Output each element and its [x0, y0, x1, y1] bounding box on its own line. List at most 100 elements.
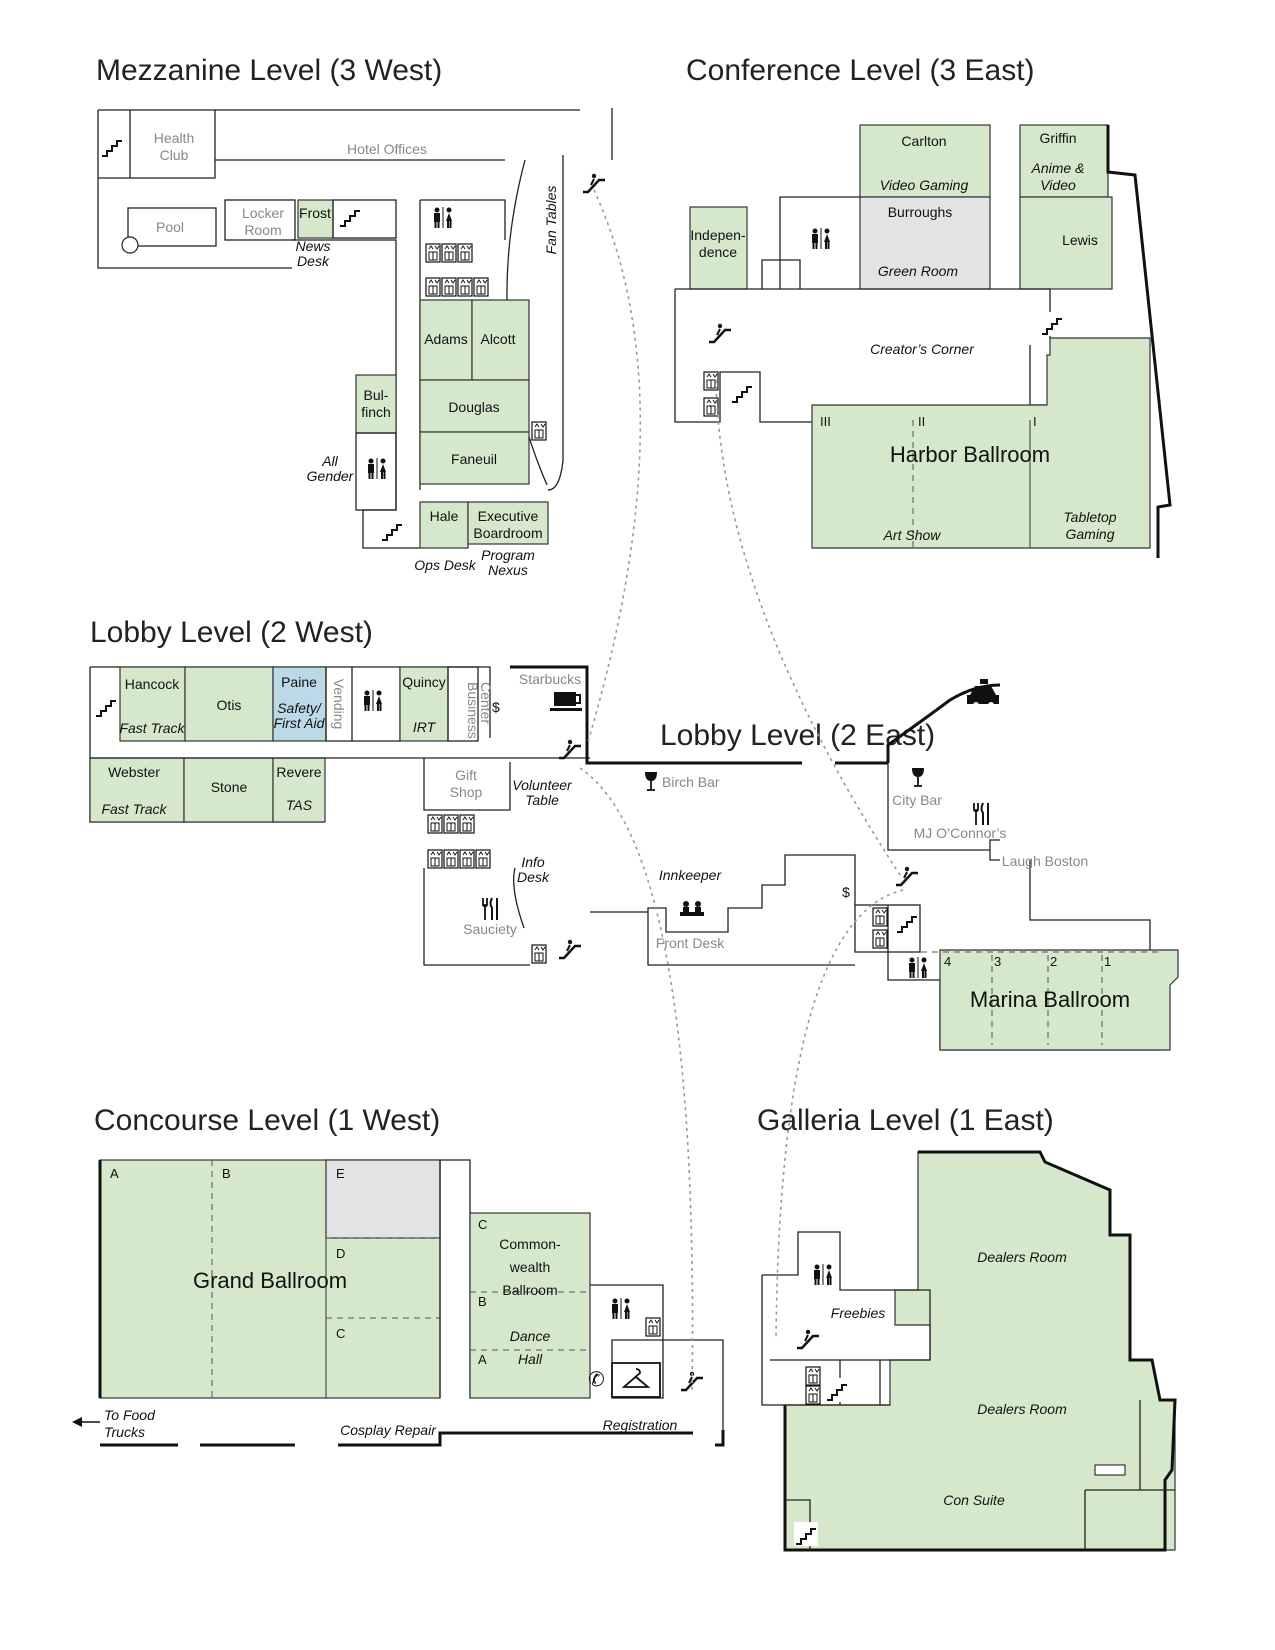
stairs-icon — [337, 203, 363, 229]
grand-section-d: D — [336, 1246, 345, 1261]
room-grand-ballroom[interactable]: Grand Ballroom — [193, 1268, 347, 1293]
room-douglas[interactable]: Douglas — [448, 399, 499, 415]
lobby-west-level-title: Lobby Level (2 West) — [90, 616, 373, 649]
room-stone[interactable]: Stone — [211, 779, 248, 795]
room-carlton[interactable]: Carlton — [901, 133, 946, 149]
starbucks-label: Starbucks — [519, 671, 581, 687]
coat-check-icon — [611, 1362, 661, 1398]
dealers-room-south-label: Dealers Room — [977, 1401, 1067, 1417]
stairs-icon — [729, 379, 755, 405]
irt-label: IRT — [413, 719, 437, 735]
conference-map: Carlton Video Gaming Griffin Anime &Vide… — [674, 124, 1172, 558]
safety-first-aid-label: Safety/First Aid — [274, 700, 326, 731]
room-bulfinch[interactable]: Bul-finch — [361, 387, 391, 420]
fast-track-label: Fast Track — [101, 801, 167, 817]
room-revere[interactable]: Revere — [276, 764, 321, 780]
wine-icon — [911, 767, 925, 787]
green-room-label: Green Room — [878, 263, 958, 279]
room-griffin[interactable]: Griffin — [1039, 130, 1076, 146]
cosplay-repair-label: Cosplay Repair — [340, 1422, 437, 1438]
fan-tables-label: Fan Tables — [543, 186, 559, 255]
con-suite-label: Con Suite — [943, 1492, 1005, 1508]
room-hale[interactable]: Hale — [430, 508, 459, 524]
anime-video-label: Anime &Video — [1031, 160, 1085, 193]
restroom-icon — [811, 227, 831, 250]
restroom-icon — [363, 689, 383, 712]
freebies-label: Freebies — [831, 1305, 885, 1321]
innkeeper-label: Innkeeper — [659, 867, 723, 883]
room-paine[interactable]: Paine — [281, 674, 317, 690]
room-hancock[interactable]: Hancock — [125, 676, 180, 692]
art-show-label: Art Show — [883, 527, 942, 543]
business-center-dollar: $ — [492, 699, 500, 715]
vending-label: Vending — [331, 679, 347, 730]
room-burroughs[interactable]: Burroughs — [888, 204, 953, 220]
mj-oconnors-label: MJ O’Connor’s — [914, 825, 1007, 841]
room-quincy[interactable]: Quincy — [402, 674, 446, 690]
stairs-icon — [824, 1377, 850, 1403]
room-independence[interactable]: Indepen-dence — [690, 227, 746, 260]
elevator-bank — [805, 1366, 821, 1405]
elevator-bank — [872, 907, 888, 949]
phone-icon: ✆ — [588, 1369, 605, 1391]
escalator-icon — [557, 738, 583, 760]
escalator-icon — [707, 322, 733, 344]
marina-section-3: 3 — [994, 954, 1001, 969]
grand-section-e: E — [336, 1166, 345, 1181]
stairs-icon — [379, 517, 405, 543]
harbor-section-ii: II — [918, 414, 925, 429]
dining-icon — [973, 802, 989, 826]
marina-section-2: 2 — [1050, 954, 1057, 969]
grand-section-a: A — [110, 1166, 119, 1181]
stairs-icon — [793, 1521, 819, 1547]
hotel-offices-label: Hotel Offices — [347, 141, 427, 157]
restroom-icon — [611, 1297, 631, 1320]
restroom-icon — [908, 956, 928, 979]
birch-bar-label: Birch Bar — [662, 774, 720, 790]
room-faneuil[interactable]: Faneuil — [451, 451, 497, 467]
pool-label: Pool — [156, 219, 184, 235]
stairs-icon — [93, 693, 119, 719]
restroom-icon — [433, 206, 453, 229]
creators-corner-label: Creator’s Corner — [870, 341, 975, 357]
stairs-icon — [99, 133, 125, 159]
room-marina-ballroom[interactable]: Marina Ballroom — [970, 987, 1130, 1012]
ops-desk-label: Ops Desk — [414, 557, 476, 573]
front-desk-dollar: $ — [842, 884, 850, 900]
lobby-west-map: Hancock Fast Track Otis Paine Safety/Fir… — [89, 665, 888, 966]
desk-icon — [680, 901, 704, 916]
restroom-icon — [367, 457, 387, 480]
escalator-routes — [579, 189, 904, 1391]
marina-section-1: 1 — [1104, 954, 1111, 969]
room-frost[interactable]: Frost — [299, 205, 331, 221]
galleria-map: Freebies Dealers Room Dealers Room Con S… — [761, 1150, 1177, 1552]
stairs-icon — [1039, 311, 1065, 337]
commonwealth-section-a: A — [478, 1352, 487, 1367]
coffee-icon — [550, 692, 582, 711]
elevator-bank — [427, 814, 547, 964]
grand-section-c: C — [336, 1326, 345, 1341]
marina-section-4: 4 — [944, 954, 951, 969]
mezzanine-level-title: Mezzanine Level (3 West) — [96, 54, 442, 87]
elevator-icon — [645, 1317, 661, 1337]
stairs-icon — [894, 909, 920, 935]
room-harbor-ballroom[interactable]: Harbor Ballroom — [890, 442, 1050, 467]
concourse-map: ✆ A B E D C Grand Ballroom Common-wealth… — [72, 1159, 725, 1447]
room-adams[interactable]: Adams — [424, 331, 468, 347]
room-otis[interactable]: Otis — [217, 697, 242, 713]
room-lewis[interactable]: Lewis — [1062, 232, 1098, 248]
room-alcott[interactable]: Alcott — [480, 331, 515, 347]
room-webster[interactable]: Webster — [108, 764, 160, 780]
sauciety-label: Sauciety — [463, 921, 517, 937]
